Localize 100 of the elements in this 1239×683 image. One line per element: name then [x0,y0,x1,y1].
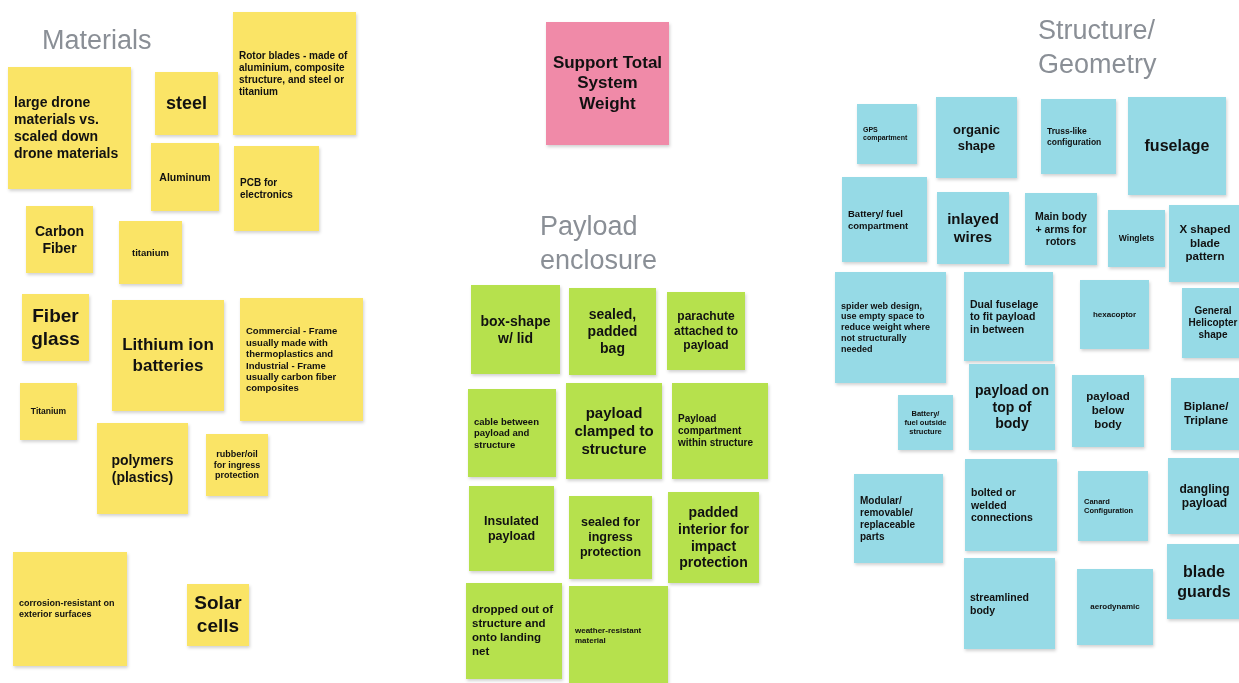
note-text: payload below body [1085,390,1131,432]
note-text: Winglets [1118,233,1155,244]
note-text: padded interior for impact protection [677,503,750,572]
note-text: Dual fuselage to fit payload in between [970,297,1040,336]
sticky-note [233,12,356,135]
note-text: Commercial - Frame usually made with thermoplastics and Industrial - Frame usually carbon fiber composites [246,325,339,394]
sticky-note [1182,288,1239,358]
note-text: inlayed wires [946,210,1000,246]
sticky-note [936,97,1017,178]
sticky-note [471,285,560,374]
note-text: Fiber glass [30,304,81,351]
sticky-note [969,364,1055,450]
sticky-note [937,192,1009,264]
sticky-note [667,292,745,370]
sticky-note [234,146,319,231]
sticky-note [8,67,131,189]
note-text: Biplane/ Triplane [1182,400,1230,428]
sticky-note [151,143,219,211]
sticky-note [854,474,943,563]
note-text: Lithium ion batteries [121,335,215,376]
sticky-note [1077,569,1153,645]
note-text: Battery/ fuel compartment [848,208,910,231]
group-heading: Payload enclosure [540,210,659,277]
note-text: Truss-like configuration [1047,126,1103,147]
sticky-note [119,221,182,284]
sticky-note [1128,97,1226,195]
sticky-note [898,395,953,450]
sticky-note [1072,375,1144,447]
sticky-note [672,383,768,479]
sticky-note [112,300,224,411]
sticky-note [1025,193,1097,265]
note-text: blade guards [1176,562,1232,601]
sticky-note [965,459,1057,551]
note-text: cable between payload and structure [474,415,540,451]
note-text: organic shape [952,121,1001,154]
sticky-note [1080,280,1149,349]
note-text: spider web design, use empty space to reduce weight where not structurally needed [841,300,932,355]
sticky-note [26,206,93,273]
sticky-note [155,72,218,135]
sticky-note [206,434,268,496]
note-text: hexacoptor [1092,309,1137,320]
note-text: sealed for ingress protection [578,515,643,560]
sticky-note [1171,378,1239,450]
group-heading: Materials [42,24,153,57]
note-text: payload clamped to structure [573,404,655,458]
note-text: dangling payload [1178,481,1231,511]
note-text: polymers (plastics) [110,451,175,486]
note-text: General Helicopter shape [1188,305,1238,341]
note-text: box-shape w/ lid [479,312,552,347]
sticky-note [546,22,669,145]
sticky-note [1078,471,1148,541]
note-text: corrosion-resistant on exterior surfaces [19,598,116,620]
note-text: aerodynamic [1090,602,1140,612]
note-text: weather-resistant material [575,625,643,646]
note-text: Modular/ removable/ replaceable parts [860,494,917,543]
note-text: steel [166,92,207,115]
sticky-note [566,383,662,479]
sticky-note [469,486,554,571]
sticky-note [1041,99,1116,174]
sticky-note [668,492,759,583]
note-text: rubber/oil for ingress protection [212,448,262,482]
sticky-note [13,552,127,666]
sticky-note [842,177,927,262]
group-heading: Structure/ Geometry [1038,14,1158,81]
note-text: Aluminum [159,170,211,184]
note-text: Carbon Fiber [34,222,85,257]
note-text: fuselage [1144,136,1210,156]
sticky-note [1108,210,1165,267]
sticky-note [1168,458,1239,534]
sticky-note [569,496,652,579]
sticky-note [835,272,946,383]
sticky-note [97,423,188,514]
sticky-note [857,104,917,164]
note-text: Payload compartment within structure [678,413,754,449]
note-text: Support Total System Weight [552,52,663,115]
note-text: Rotor blades - made of aluminium, composite structure, and steel or titanium [239,49,349,98]
sticky-note [187,584,249,646]
note-text: payload on top of body [975,381,1049,433]
note-text: Titanium [30,406,67,417]
sticky-note [468,389,556,477]
sticky-note [964,272,1053,361]
sticky-note [964,558,1055,649]
note-text: sealed, padded bag [586,306,639,357]
note-text: bolted or welded connections [971,486,1034,524]
sticky-note [1169,205,1239,282]
sticky-note [569,288,656,375]
sticky-note [22,294,89,361]
note-text: PCB for electronics [240,176,294,201]
sticky-note [1167,544,1239,619]
sticky-note [20,383,77,440]
note-text: Insulated payload [483,513,540,544]
note-text: Solar cells [193,592,243,638]
note-text: large drone materials vs. scaled down drone materials [14,94,120,162]
note-text: dropped out of structure and onto landing net [472,603,555,659]
note-text: parachute attached to payload [673,309,739,353]
note-text: titanium [132,246,169,259]
sticky-note [466,583,562,679]
note-text: X shaped blade pattern [1178,222,1232,265]
sticky-note [240,298,363,421]
sticky-note [569,586,668,683]
